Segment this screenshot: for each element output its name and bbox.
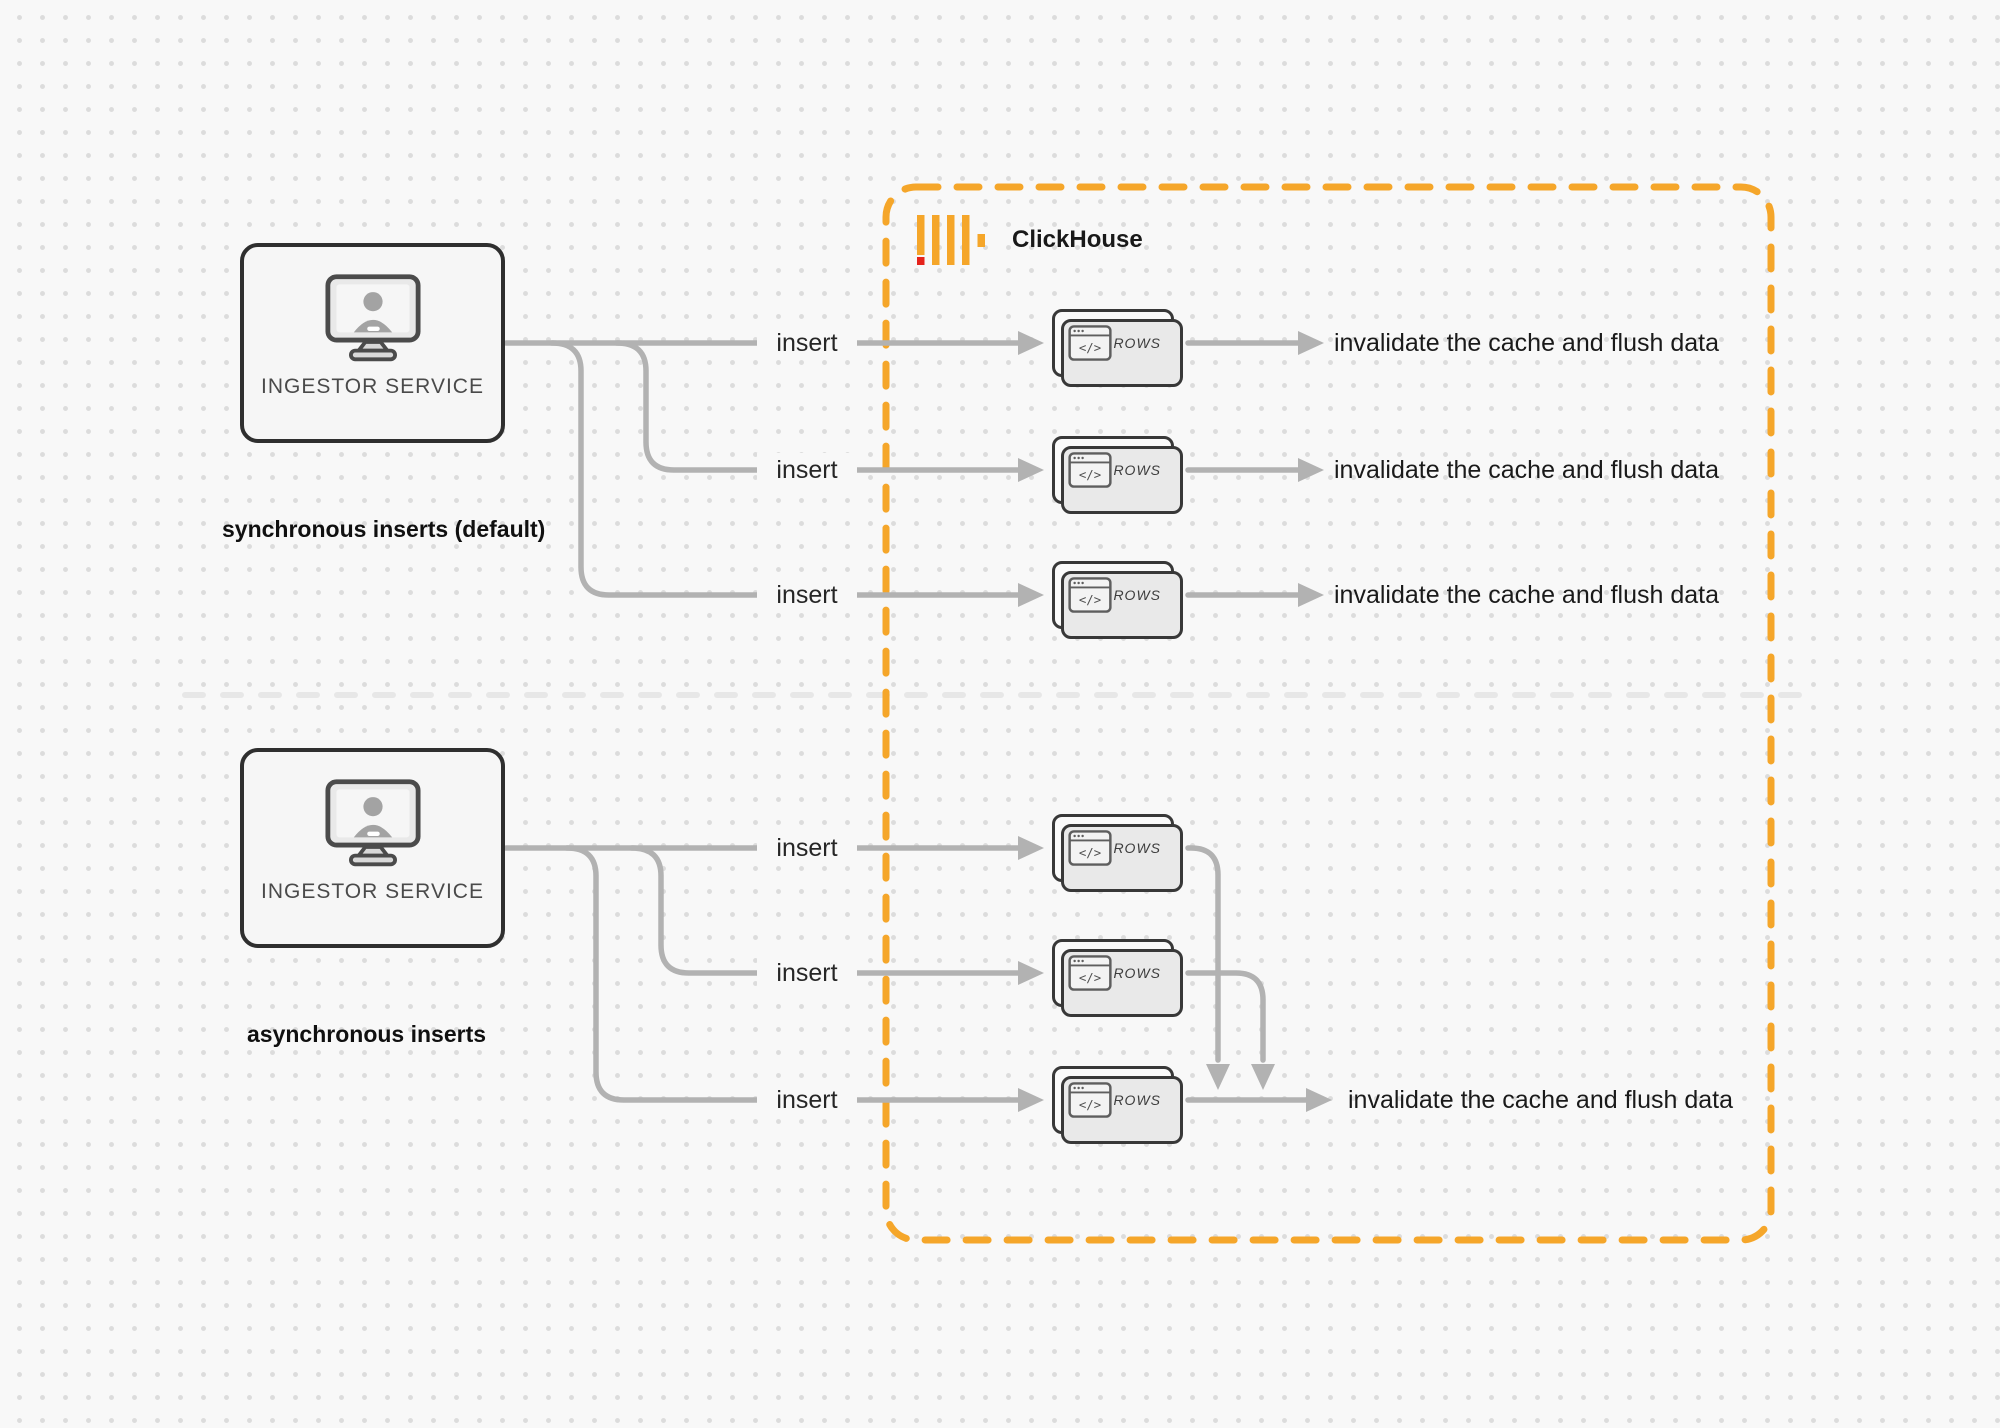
- rows-card-sync-2: </> ROWS: [1052, 436, 1183, 514]
- monitor-user-icon: [324, 779, 421, 867]
- svg-text:</>: </>: [1079, 1098, 1101, 1112]
- rows-card-label: ROWS: [1113, 840, 1161, 856]
- monitor-user-icon: [324, 274, 421, 362]
- rows-card-label: ROWS: [1113, 1092, 1161, 1108]
- insert-label-async-2: insert: [757, 956, 857, 990]
- code-window-icon: </>: [1068, 325, 1112, 361]
- rows-card-sync-3: </> ROWS: [1052, 561, 1183, 639]
- insert-label-async-1: insert: [757, 831, 857, 865]
- rows-card-async-2: </> ROWS: [1052, 939, 1183, 1017]
- code-window-icon: </>: [1068, 452, 1112, 488]
- sync-caption: synchronous inserts (default): [222, 516, 546, 542]
- clickhouse-brand-label: ClickHouse: [1012, 226, 1143, 253]
- arrowheads: [1018, 331, 1332, 1112]
- service-label: INGESTOR SERVICE: [261, 375, 484, 398]
- ingestor-service-box-sync: INGESTOR SERVICE: [240, 243, 505, 443]
- code-window-icon: </>: [1068, 830, 1112, 866]
- ingestor-service-box-async: INGESTOR SERVICE: [240, 748, 505, 948]
- service-label: INGESTOR SERVICE: [261, 880, 484, 903]
- rows-card-label: ROWS: [1113, 335, 1161, 351]
- code-window-icon: </>: [1068, 955, 1112, 991]
- insert-label-sync-3: insert: [757, 578, 857, 612]
- rows-card-label: ROWS: [1113, 462, 1161, 478]
- rows-card-label: ROWS: [1113, 587, 1161, 603]
- result-label-sync-3: invalidate the cache and flush data: [1334, 581, 1719, 609]
- code-window-icon: </>: [1068, 1082, 1112, 1118]
- clickhouse-logo: ClickHouse: [917, 215, 1143, 265]
- rows-card-sync-1: </> ROWS: [1052, 309, 1183, 387]
- result-label-async: invalidate the cache and flush data: [1348, 1086, 1733, 1114]
- clickhouse-container-border: [882, 183, 1775, 1244]
- async-caption: asynchronous inserts: [247, 1021, 487, 1047]
- result-label-sync-2: invalidate the cache and flush data: [1334, 456, 1719, 484]
- svg-text:</>: </>: [1079, 468, 1101, 482]
- connector-lines: [503, 340, 1309, 1103]
- svg-text:</>: </>: [1079, 971, 1101, 985]
- insert-label-sync-1: insert: [757, 326, 857, 360]
- svg-text:</>: </>: [1079, 341, 1101, 355]
- rows-card-async-3: </> ROWS: [1052, 1066, 1183, 1144]
- rows-card-async-1: </> ROWS: [1052, 814, 1183, 892]
- insert-label-sync-2: insert: [757, 453, 857, 487]
- rows-card-label: ROWS: [1113, 965, 1161, 981]
- svg-text:</>: </>: [1079, 846, 1101, 860]
- clickhouse-logo-icon: [917, 215, 985, 265]
- svg-text:</>: </>: [1079, 593, 1101, 607]
- result-label-sync-1: invalidate the cache and flush data: [1334, 329, 1719, 357]
- code-window-icon: </>: [1068, 577, 1112, 613]
- insert-label-async-3: insert: [757, 1083, 857, 1117]
